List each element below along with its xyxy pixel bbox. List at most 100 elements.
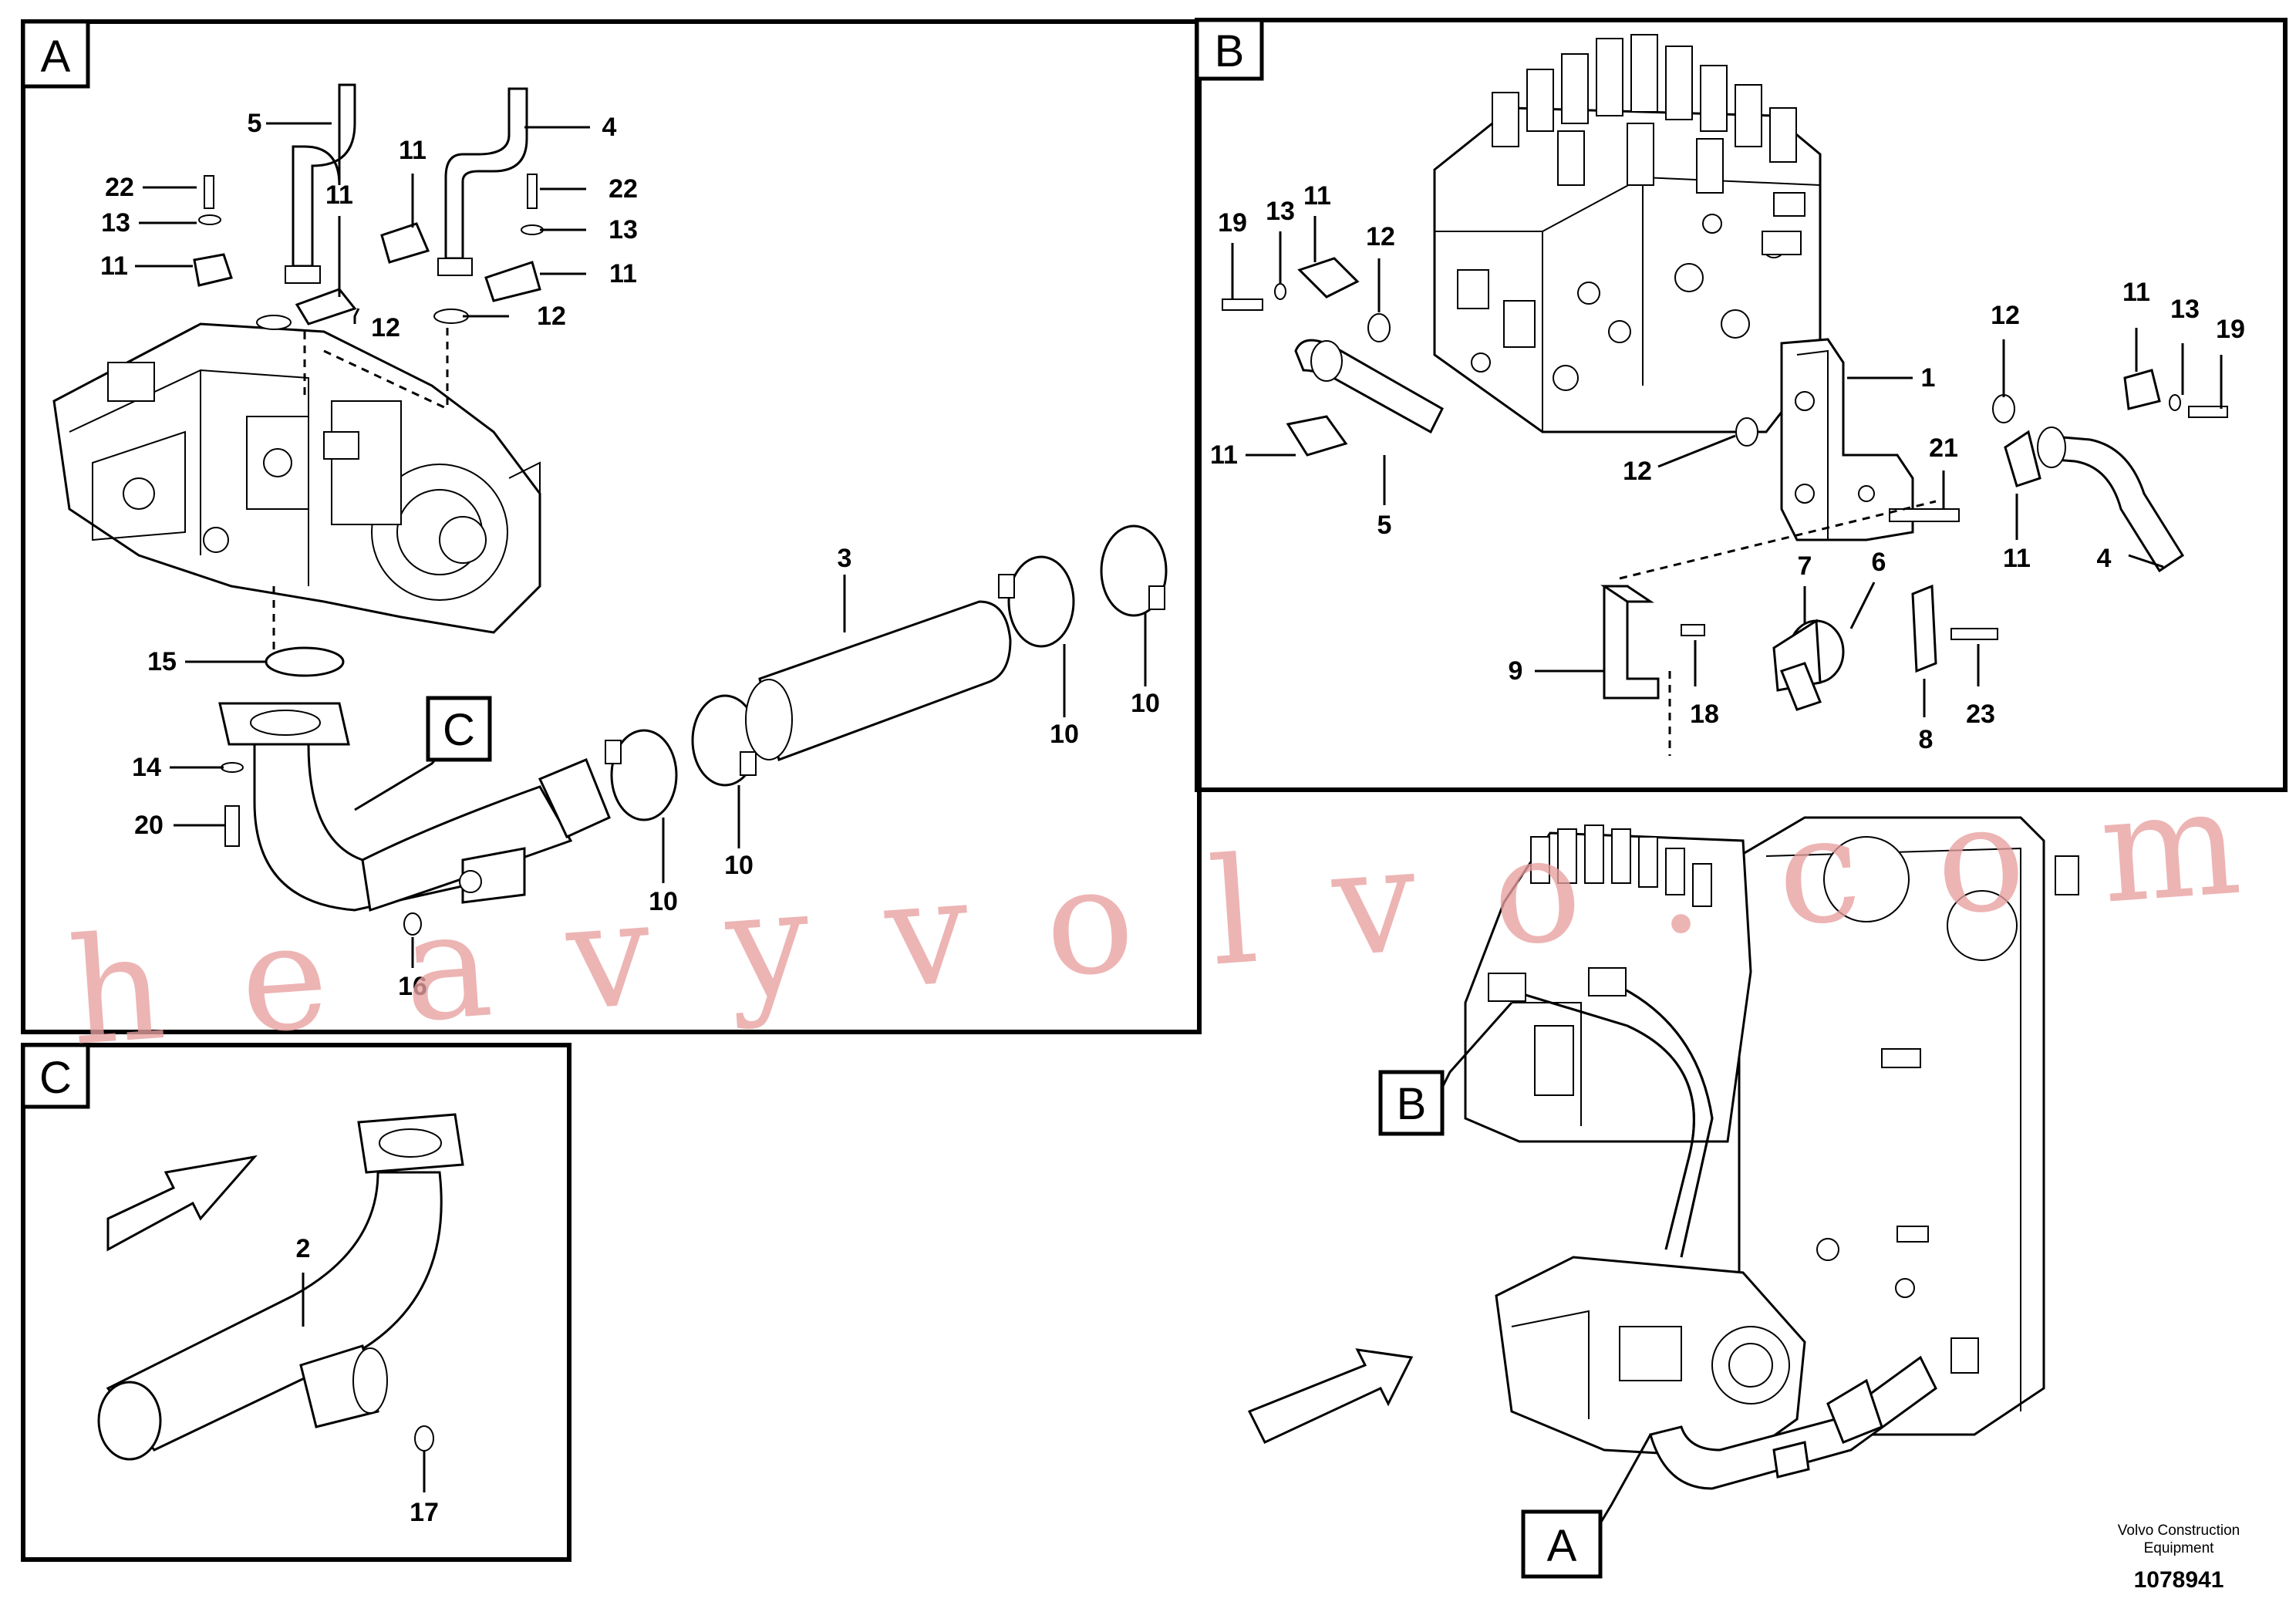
- o-ring-17: [414, 1425, 434, 1452]
- washer-14: [221, 762, 244, 773]
- hose-5-b: [1294, 339, 1444, 434]
- clamp-11: [1297, 257, 1360, 298]
- brand-line-2: Equipment: [2144, 1540, 2215, 1556]
- tank-cover: [1823, 836, 1910, 922]
- callout-2: 2: [296, 1234, 311, 1263]
- callout-23: 23: [1966, 700, 1995, 729]
- panel-c-frame: [21, 1043, 571, 1562]
- panel-c-label: C: [39, 1053, 72, 1103]
- view-c-label: C: [443, 705, 475, 755]
- view-b-label: B: [1397, 1079, 1427, 1129]
- callout-5: 5: [1377, 511, 1392, 540]
- clamp-parts-a: [193, 174, 544, 330]
- direction-arrow-icon: [1247, 1348, 1414, 1444]
- o-ring-12: [1367, 313, 1391, 342]
- screw-20: [224, 805, 240, 847]
- panel-c-tag: [21, 1043, 90, 1109]
- suction-pipe: [218, 702, 611, 912]
- callout-10: 10: [724, 851, 754, 880]
- callout-11: 11: [2122, 278, 2150, 307]
- panel-c: C 2 17: [21, 1043, 571, 1562]
- callout-3: 3: [838, 544, 852, 573]
- o-ring-15: [265, 646, 345, 677]
- o-ring-12: [1992, 394, 2015, 423]
- callout-13: 13: [101, 208, 130, 238]
- callout-1: 1: [1921, 363, 1936, 393]
- callout-15: 15: [147, 647, 177, 676]
- callout-13: 13: [2170, 295, 2200, 324]
- hose-4: [437, 87, 528, 276]
- callout-10: 10: [1050, 720, 1079, 749]
- screw-19: [1222, 298, 1263, 311]
- callout-10: 10: [1131, 689, 1160, 718]
- callout-5: 5: [248, 109, 262, 138]
- o-ring-12: [1735, 417, 1758, 447]
- panel-b: B: [1195, 18, 2288, 792]
- clamp-11: [2004, 430, 2041, 487]
- callout-17: 17: [410, 1498, 439, 1527]
- brand-line-1: Volvo Construction: [2118, 1523, 2240, 1539]
- panel-b-tag: [1195, 18, 1264, 81]
- screw-21: [1889, 508, 1960, 522]
- callout-6: 6: [1872, 548, 1886, 577]
- footer: Volvo Construction Equipment 1078941: [2118, 1523, 2240, 1593]
- view-a-label: A: [1547, 1521, 1577, 1571]
- clamp-11: [1286, 415, 1348, 457]
- callout-19: 19: [2216, 315, 2245, 344]
- panel-a-label: A: [41, 32, 71, 82]
- callout-12: 12: [1991, 301, 2020, 330]
- callout-11: 11: [1210, 440, 1238, 470]
- o-ring-16: [403, 912, 422, 936]
- suction-pipe-2: [97, 1113, 464, 1461]
- overview-assembly: B A: [1247, 816, 2079, 1579]
- hydraulic-pump: [52, 322, 541, 634]
- callout-11: 11: [1303, 181, 1331, 211]
- align-line-b1: [1619, 500, 1937, 580]
- hose-clamps-and-sleeve: [605, 524, 1168, 821]
- callout-12: 12: [1366, 222, 1395, 251]
- view-b-tag: [1378, 1070, 1445, 1136]
- bracket-assembly: [1600, 584, 1998, 711]
- view-a-tag: [1521, 1509, 1603, 1579]
- panel-b-label: B: [1215, 26, 1245, 76]
- callout-12: 12: [371, 313, 400, 342]
- hose-5: [285, 83, 356, 284]
- control-valve: [1433, 34, 1822, 433]
- callout-11: 11: [325, 180, 353, 210]
- callout-11: 11: [100, 251, 128, 281]
- callout-9: 9: [1509, 656, 1523, 686]
- callout-19: 19: [1218, 208, 1247, 238]
- washer-13: [1274, 283, 1286, 300]
- breather: [2055, 855, 2079, 895]
- callout-11: 11: [399, 136, 426, 165]
- align-line-a2: [323, 349, 448, 410]
- callout-13: 13: [1266, 197, 1295, 226]
- hose-4-b: [2037, 427, 2185, 573]
- document-number: 1078941: [2134, 1567, 2224, 1593]
- clamp-11: [2123, 369, 2161, 410]
- callout-16: 16: [398, 972, 427, 1001]
- callout-12: 12: [1623, 457, 1652, 486]
- screw-19: [2188, 406, 2228, 418]
- block-1: [1780, 338, 1914, 541]
- panel-a: A: [21, 19, 1202, 1034]
- callout-21: 21: [1929, 433, 1958, 463]
- callout-14: 14: [132, 753, 161, 782]
- callout-4: 4: [2097, 544, 2112, 573]
- callout-8: 8: [1919, 725, 1934, 754]
- callout-18: 18: [1690, 700, 1719, 729]
- callout-4: 4: [602, 113, 617, 142]
- washer-13: [2169, 394, 2181, 411]
- direction-arrow-icon: [106, 1155, 258, 1252]
- callout-11: 11: [609, 259, 637, 288]
- callout-22: 22: [609, 174, 638, 204]
- view-c-tag: [426, 696, 492, 762]
- callout-22: 22: [105, 173, 134, 202]
- callout-11: 11: [2003, 544, 2031, 573]
- callout-13: 13: [609, 215, 638, 244]
- callout-10: 10: [649, 887, 678, 916]
- callout-12: 12: [537, 302, 566, 331]
- panel-a-tag: [21, 19, 90, 89]
- panel-b-frame: [1195, 18, 2288, 792]
